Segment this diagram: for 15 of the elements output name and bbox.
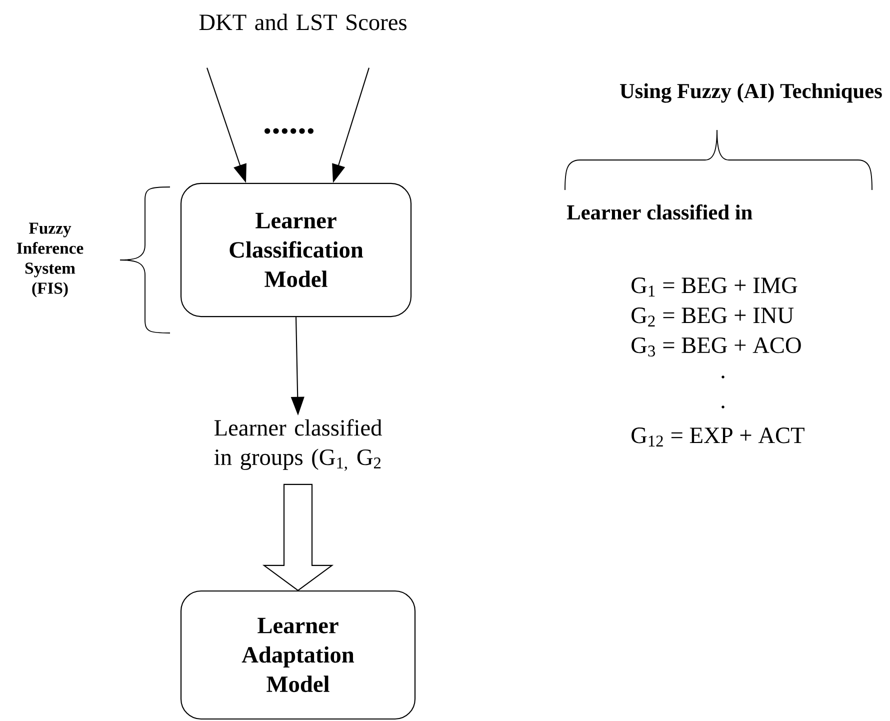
heading: Using Fuzzy (AI) Techniques [620, 83, 882, 103]
heading: Learner classified in [566, 204, 752, 220]
text-label: Learner classified in groups (G$_{1,}$ G$_{2}$ [214, 419, 382, 471]
arrow [262, 484, 334, 592]
equation: G$_{2}$ = BEG + INU [632, 308, 794, 326]
equation: G$_{1}$ = BEG + IMG [632, 278, 798, 296]
ellipsis-dots: ...... [264, 128, 314, 134]
process-box: Learner Classification Model [180, 182, 412, 318]
dot: . [722, 406, 724, 408]
equation: G$_{3}$ = BEG + ACO [632, 337, 801, 357]
equation: G$_{12}$ = EXP + ACT [632, 428, 804, 446]
process-box: Learner Adaptation Model [180, 590, 416, 720]
side-label: Fuzzy Inference System (FIS) [16, 222, 84, 298]
text-label: DKT and LST Scores [199, 14, 406, 30]
dot: . [722, 376, 724, 378]
